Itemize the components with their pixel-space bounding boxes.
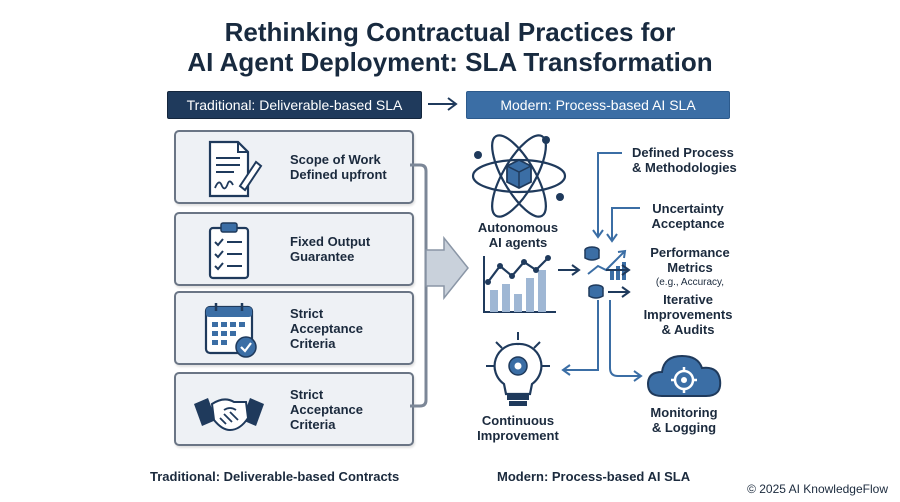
label-line-2: Acceptance [651, 216, 725, 231]
page-title-line-1: Rethinking Contractual Practices for [224, 17, 676, 47]
label-line-2: Metrics [667, 260, 713, 275]
label-line-2: Improvement [477, 428, 559, 443]
card-label-line-1: Strict [290, 305, 324, 321]
hub-icon [584, 246, 627, 299]
card-label-line-1: Fixed Output [290, 234, 371, 249]
atom-agent-icon [471, 134, 567, 218]
autonomous-agents-label: Autonomous AI agents [466, 220, 570, 250]
label-line-1: Autonomous [477, 220, 559, 235]
label-line-2: AI agents [488, 235, 548, 250]
label-line-1: Performance [650, 245, 730, 260]
copyright-text: © 2025 AI KnowledgeFlow [747, 482, 888, 496]
fixed-output-card: Fixed Output Guarantee [174, 212, 414, 286]
card-label-line-2: Acceptance [290, 320, 363, 336]
monitoring-logging-label: Monitoring & Logging [636, 405, 732, 435]
card-label-line-3: Criteria [290, 416, 336, 432]
label-line-3: & Audits [661, 322, 715, 337]
defined-process-label: Defined Process & Methodologies [632, 145, 737, 175]
label-line-1: Monitoring [650, 405, 718, 420]
label-line-1: Uncertainty [652, 201, 724, 216]
calendar-check-icon [204, 303, 257, 358]
page-title-line-2: AI Agent Deployment: SLA Transformation [187, 47, 713, 77]
acceptance-criteria-card-1: Strict Acceptance Criteria [174, 291, 414, 365]
label-line-2: Improvements [643, 307, 733, 322]
continuous-improvement-label: Continuous Improvement [466, 413, 570, 443]
label-line-1: Continuous [481, 413, 555, 428]
acceptance-criteria-card-2: Strict Acceptance Criteria [174, 372, 414, 446]
modern-sla-banner: Modern: Process-based AI SLA [466, 91, 730, 119]
label-line-3: (e.g., Accuracy, [655, 277, 725, 288]
label-line-1: Iterative [663, 292, 713, 307]
modern-footer-caption: Modern: Process-based AI SLA [497, 469, 691, 484]
handshake-icon [194, 398, 264, 432]
uncertainty-acceptance-label: Uncertainty Acceptance [646, 201, 730, 231]
lightbulb-gear-icon [486, 332, 550, 406]
card-label-line-1: Strict [290, 386, 324, 402]
cloud-gear-icon [646, 354, 722, 397]
traditional-sla-banner: Traditional: Deliverable-based SLA [167, 91, 422, 119]
card-label-line-3: Criteria [290, 335, 336, 351]
scope-of-work-card: Scope of Work Defined upfront [174, 130, 414, 204]
document-signature-icon [208, 140, 263, 198]
card-label-line-1: Scope of Work [290, 152, 381, 167]
performance-metrics-label: Performance Metrics (e.g., Accuracy, [638, 245, 742, 290]
iterative-improvements-label: Iterative Improvements & Audits [636, 292, 740, 337]
card-label-line-2: Defined upfront [290, 167, 387, 182]
analytics-chart-icon [483, 255, 556, 313]
label-line-2: & Methodologies [632, 160, 737, 175]
card-label-line-2: Acceptance [290, 401, 363, 417]
label-line-2: & Logging [651, 420, 717, 435]
card-label-line-2: Guarantee [290, 249, 355, 264]
checklist-clipboard-icon [208, 222, 250, 280]
label-line-1: Defined Process [632, 145, 734, 160]
traditional-footer-caption: Traditional: Deliverable-based Contracts [150, 469, 400, 484]
